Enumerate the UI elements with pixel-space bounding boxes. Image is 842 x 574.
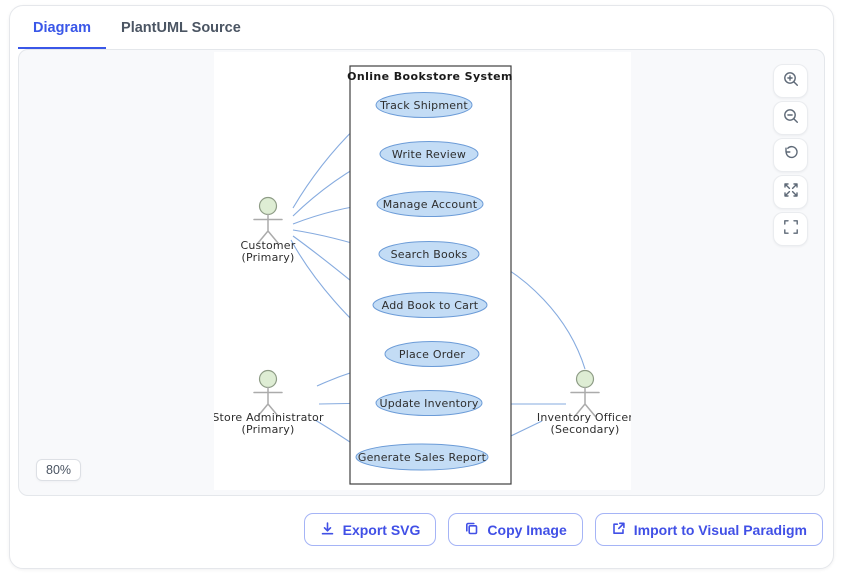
import-to-visual-paradigm-label: Import to Visual Paradigm [633, 521, 807, 538]
usecase-label: Write Review [392, 148, 466, 161]
copy-image-label: Copy Image [487, 521, 567, 538]
diagram-canvas[interactable]: Online Bookstore System Track Shipment W… [18, 49, 825, 496]
actor-name: Customer [240, 239, 295, 252]
reset-view-icon [782, 144, 800, 167]
reset-view-button[interactable] [773, 138, 808, 172]
copy-image-button[interactable]: Copy Image [448, 513, 583, 546]
actor-name: Inventory Officer [537, 411, 631, 424]
tab-diagram[interactable]: Diagram [18, 8, 107, 49]
zoom-out-icon [782, 107, 800, 130]
actor-stereotype: (Secondary) [550, 423, 619, 436]
zoom-in-icon [782, 70, 800, 93]
usecase-ellipse [384, 341, 480, 367]
usecase-ellipse [375, 92, 473, 118]
actor-body [253, 386, 283, 417]
usecase-label: Generate Sales Report [358, 451, 487, 464]
fullscreen-button[interactable] [773, 212, 808, 246]
zoom-out-button[interactable] [773, 101, 808, 135]
usecase-ellipse [355, 443, 489, 471]
usecase-manage-account: Manage Account [376, 191, 484, 217]
usecase-label: Track Shipment [379, 99, 468, 112]
usecase-label: Place Order [399, 348, 465, 361]
expand-icon [782, 181, 800, 204]
actor-head [258, 369, 278, 389]
system-title: Online Bookstore System [347, 70, 513, 83]
actor-store-administrator: Store Administrator (Primary) [214, 369, 324, 436]
diagram-image: Online Bookstore System Track Shipment W… [214, 52, 631, 490]
footer-actions: Export SVG Copy Image Import to Visual P… [10, 496, 833, 546]
usecase-ellipse [375, 390, 483, 416]
usecase-generate-sales-report: Generate Sales Report [355, 443, 489, 471]
diagram-viewer-card: Diagram PlantUML Source [9, 5, 834, 569]
usecase-ellipse [376, 191, 484, 217]
actor-stereotype: (Primary) [242, 251, 295, 264]
actor-head [258, 196, 278, 216]
actor-stereotype: (Primary) [242, 423, 295, 436]
zoom-in-button[interactable] [773, 64, 808, 98]
actor-customer: Customer (Primary) [240, 196, 296, 264]
tab-bar: Diagram PlantUML Source [10, 6, 833, 49]
system-boundary-rect [349, 65, 512, 485]
usecase-ellipse [372, 292, 488, 318]
usecase-label: Manage Account [383, 198, 478, 211]
usecase-track-shipment: Track Shipment [375, 92, 473, 118]
usecase-ellipse [378, 241, 480, 267]
actor-body [570, 386, 600, 417]
copy-icon [464, 521, 479, 539]
actor-name: Store Administrator [214, 411, 324, 424]
usecase-write-review: Write Review [379, 141, 479, 167]
usecase-add-book-to-cart: Add Book to Cart [372, 292, 488, 318]
usecase-label: Search Books [391, 248, 468, 261]
import-to-visual-paradigm-button[interactable]: Import to Visual Paradigm [594, 513, 823, 546]
actor-head [575, 369, 595, 389]
tab-plantuml-source[interactable]: PlantUML Source [121, 20, 241, 36]
usecase-search-books: Search Books [378, 241, 480, 267]
system-boundary: Online Bookstore System [347, 65, 513, 485]
canvas-controls [773, 64, 808, 246]
zoom-level-badge: 80% [36, 459, 82, 481]
usecase-place-order: Place Order [384, 341, 480, 367]
usecase-label: Update Inventory [379, 397, 478, 410]
actor-body [253, 213, 283, 244]
usecase-label: Add Book to Cart [382, 299, 479, 312]
download-icon [320, 521, 335, 539]
expand-button[interactable] [773, 175, 808, 209]
export-svg-label: Export SVG [342, 521, 421, 538]
actor-inventory-officer: Inventory Officer (Secondary) [537, 369, 631, 436]
fullscreen-icon [782, 218, 800, 241]
external-link-icon [611, 521, 626, 539]
export-svg-button[interactable]: Export SVG [303, 513, 437, 546]
usecase-ellipse [379, 141, 479, 167]
usecase-update-inventory: Update Inventory [375, 390, 483, 416]
